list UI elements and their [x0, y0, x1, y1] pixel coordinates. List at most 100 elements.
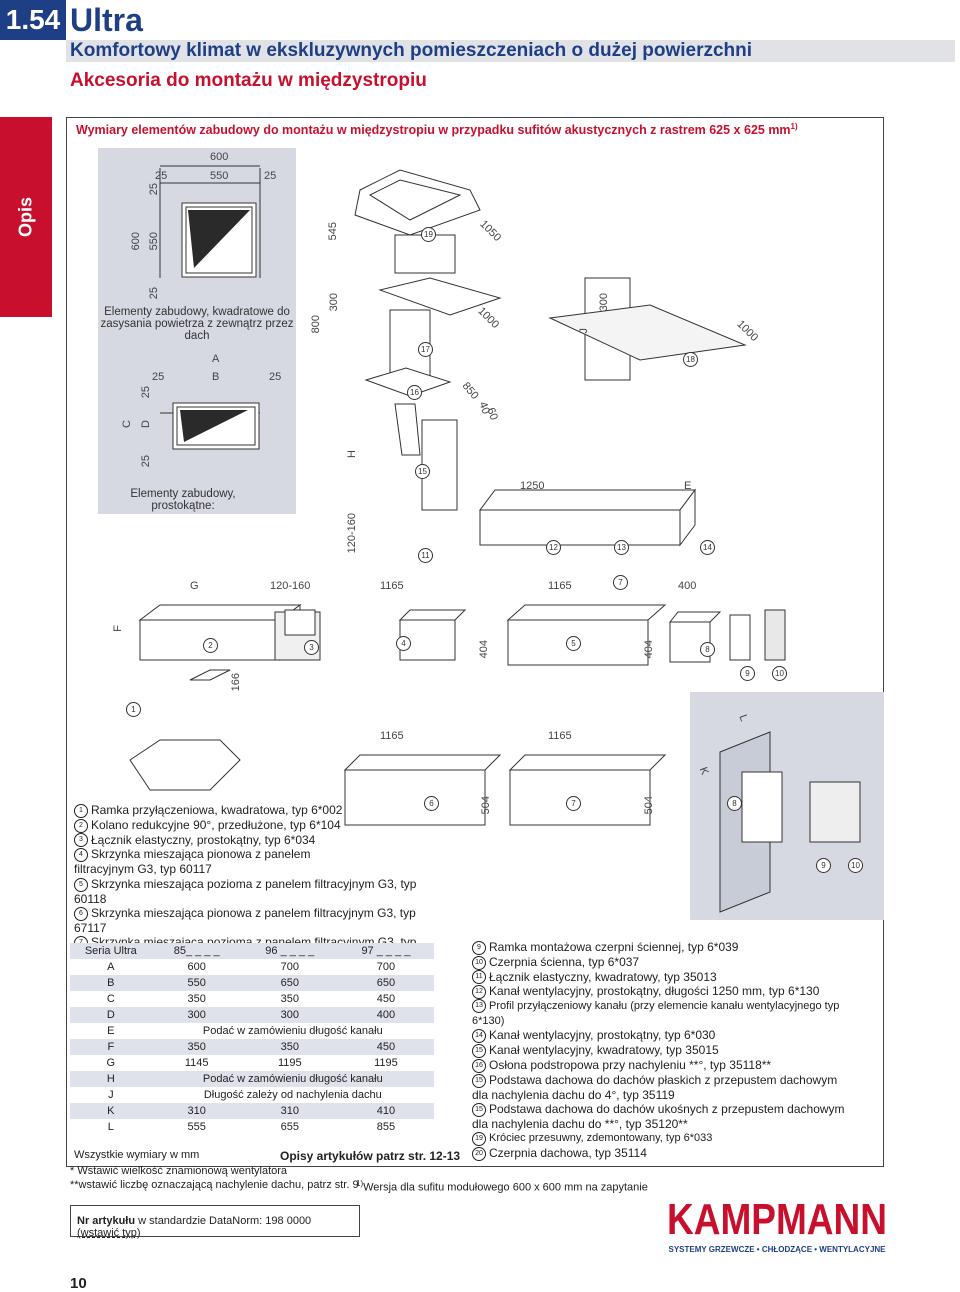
- chapter-number: 1.54: [0, 0, 66, 40]
- side-tab: [0, 117, 52, 317]
- dim-545: 545: [327, 222, 339, 241]
- page-title: Ultra: [70, 2, 143, 38]
- dim-504: 504: [480, 796, 492, 815]
- footnote-1: 1)Wersja dla sufitu modułowego 600 x 600…: [356, 1179, 648, 1194]
- dim-120-160: 120-160: [346, 513, 358, 554]
- dim-300: 300: [328, 293, 340, 312]
- dim-1250: 1250: [520, 480, 545, 492]
- footnote-star: * Wstawić wielkość znamionową wentylator…: [70, 1165, 288, 1177]
- dim-C: C: [121, 420, 133, 428]
- marker-10: 10: [848, 858, 863, 873]
- dim-25: 25: [152, 371, 165, 383]
- dim-25-vertical: 25: [140, 455, 152, 468]
- diagram-frame: [66, 117, 884, 1167]
- marker-2: 2: [203, 638, 218, 653]
- dim-H: H: [346, 450, 358, 458]
- dim-120-160: 120-160: [270, 580, 311, 592]
- kampmann-logo: KAMPMANN SYSTEMY GRZEWCZE • CHŁODZĄCE • …: [662, 1190, 892, 1256]
- marker-11: 11: [418, 548, 433, 563]
- marker-13: 13: [614, 540, 629, 555]
- marker-16: 16: [407, 385, 422, 400]
- dim-F: F: [112, 625, 124, 632]
- square-caption: Elementy zabudowy, kwadratowe do zasysan…: [100, 306, 294, 342]
- marker-10: 10: [772, 666, 787, 681]
- dim-166: 166: [230, 673, 242, 692]
- dim-300: 300: [598, 293, 610, 312]
- dim-25: 25: [269, 371, 282, 383]
- dim-504: 504: [643, 796, 655, 815]
- units-note: Wszystkie wymiary w mm: [74, 1149, 200, 1161]
- marker-3: 3: [304, 640, 319, 655]
- dim-404: 404: [643, 640, 655, 659]
- dim-1165: 1165: [380, 730, 404, 742]
- descriptions-ref: Opisy artykułów patrz str. 12-13: [280, 1149, 461, 1163]
- page-number: 10: [70, 1275, 87, 1292]
- wall-section-panel: [690, 692, 884, 920]
- side-tab-label: Opis: [15, 197, 36, 238]
- square-rect-drawings: [159, 165, 261, 450]
- marker-18: 18: [683, 352, 698, 367]
- dim-J: J: [578, 328, 590, 334]
- lower-drawings: [129, 739, 667, 826]
- marker-8: 8: [700, 642, 715, 657]
- dim-D: D: [140, 420, 152, 428]
- dim-1165: 1165: [548, 580, 572, 592]
- dim-A: A: [212, 353, 220, 365]
- marker-14: 14: [700, 540, 715, 555]
- marker-6: 6: [424, 796, 439, 811]
- dim-E: E: [684, 480, 692, 492]
- marker-19: 19: [421, 227, 436, 242]
- dim-800: 800: [310, 315, 322, 334]
- dim-600: 600: [210, 151, 229, 163]
- marker-4: 4: [396, 636, 411, 651]
- marker-7: 7: [566, 796, 581, 811]
- dim-25-vertical: 25: [148, 183, 160, 196]
- marker-1: 1: [126, 702, 141, 717]
- dim-25: 25: [155, 170, 168, 182]
- marker-9: 9: [740, 666, 755, 681]
- kampmann-logo-mark: KAMPMANN SYSTEMY GRZEWCZE • CHŁODZĄCE • …: [667, 1195, 887, 1254]
- subtitle-bar: [66, 40, 955, 62]
- dim-404: 404: [478, 640, 490, 659]
- marker-12: 12: [546, 540, 561, 555]
- marker-17: 17: [418, 342, 433, 357]
- marker-5: 5: [566, 636, 581, 651]
- dim-600-vertical: 600: [130, 232, 142, 251]
- svg-text:KAMPMANN: KAMPMANN: [667, 1195, 887, 1244]
- rect-caption: Elementy zabudowy, prostokątne:: [130, 488, 236, 512]
- section-title: Akcesoria do montażu w międzystropiu: [70, 70, 427, 91]
- dim-400: 400: [678, 580, 697, 592]
- dim-550-vertical: 550: [148, 232, 160, 251]
- roof-duct-drawings: [354, 169, 747, 547]
- dim-1165: 1165: [548, 730, 572, 742]
